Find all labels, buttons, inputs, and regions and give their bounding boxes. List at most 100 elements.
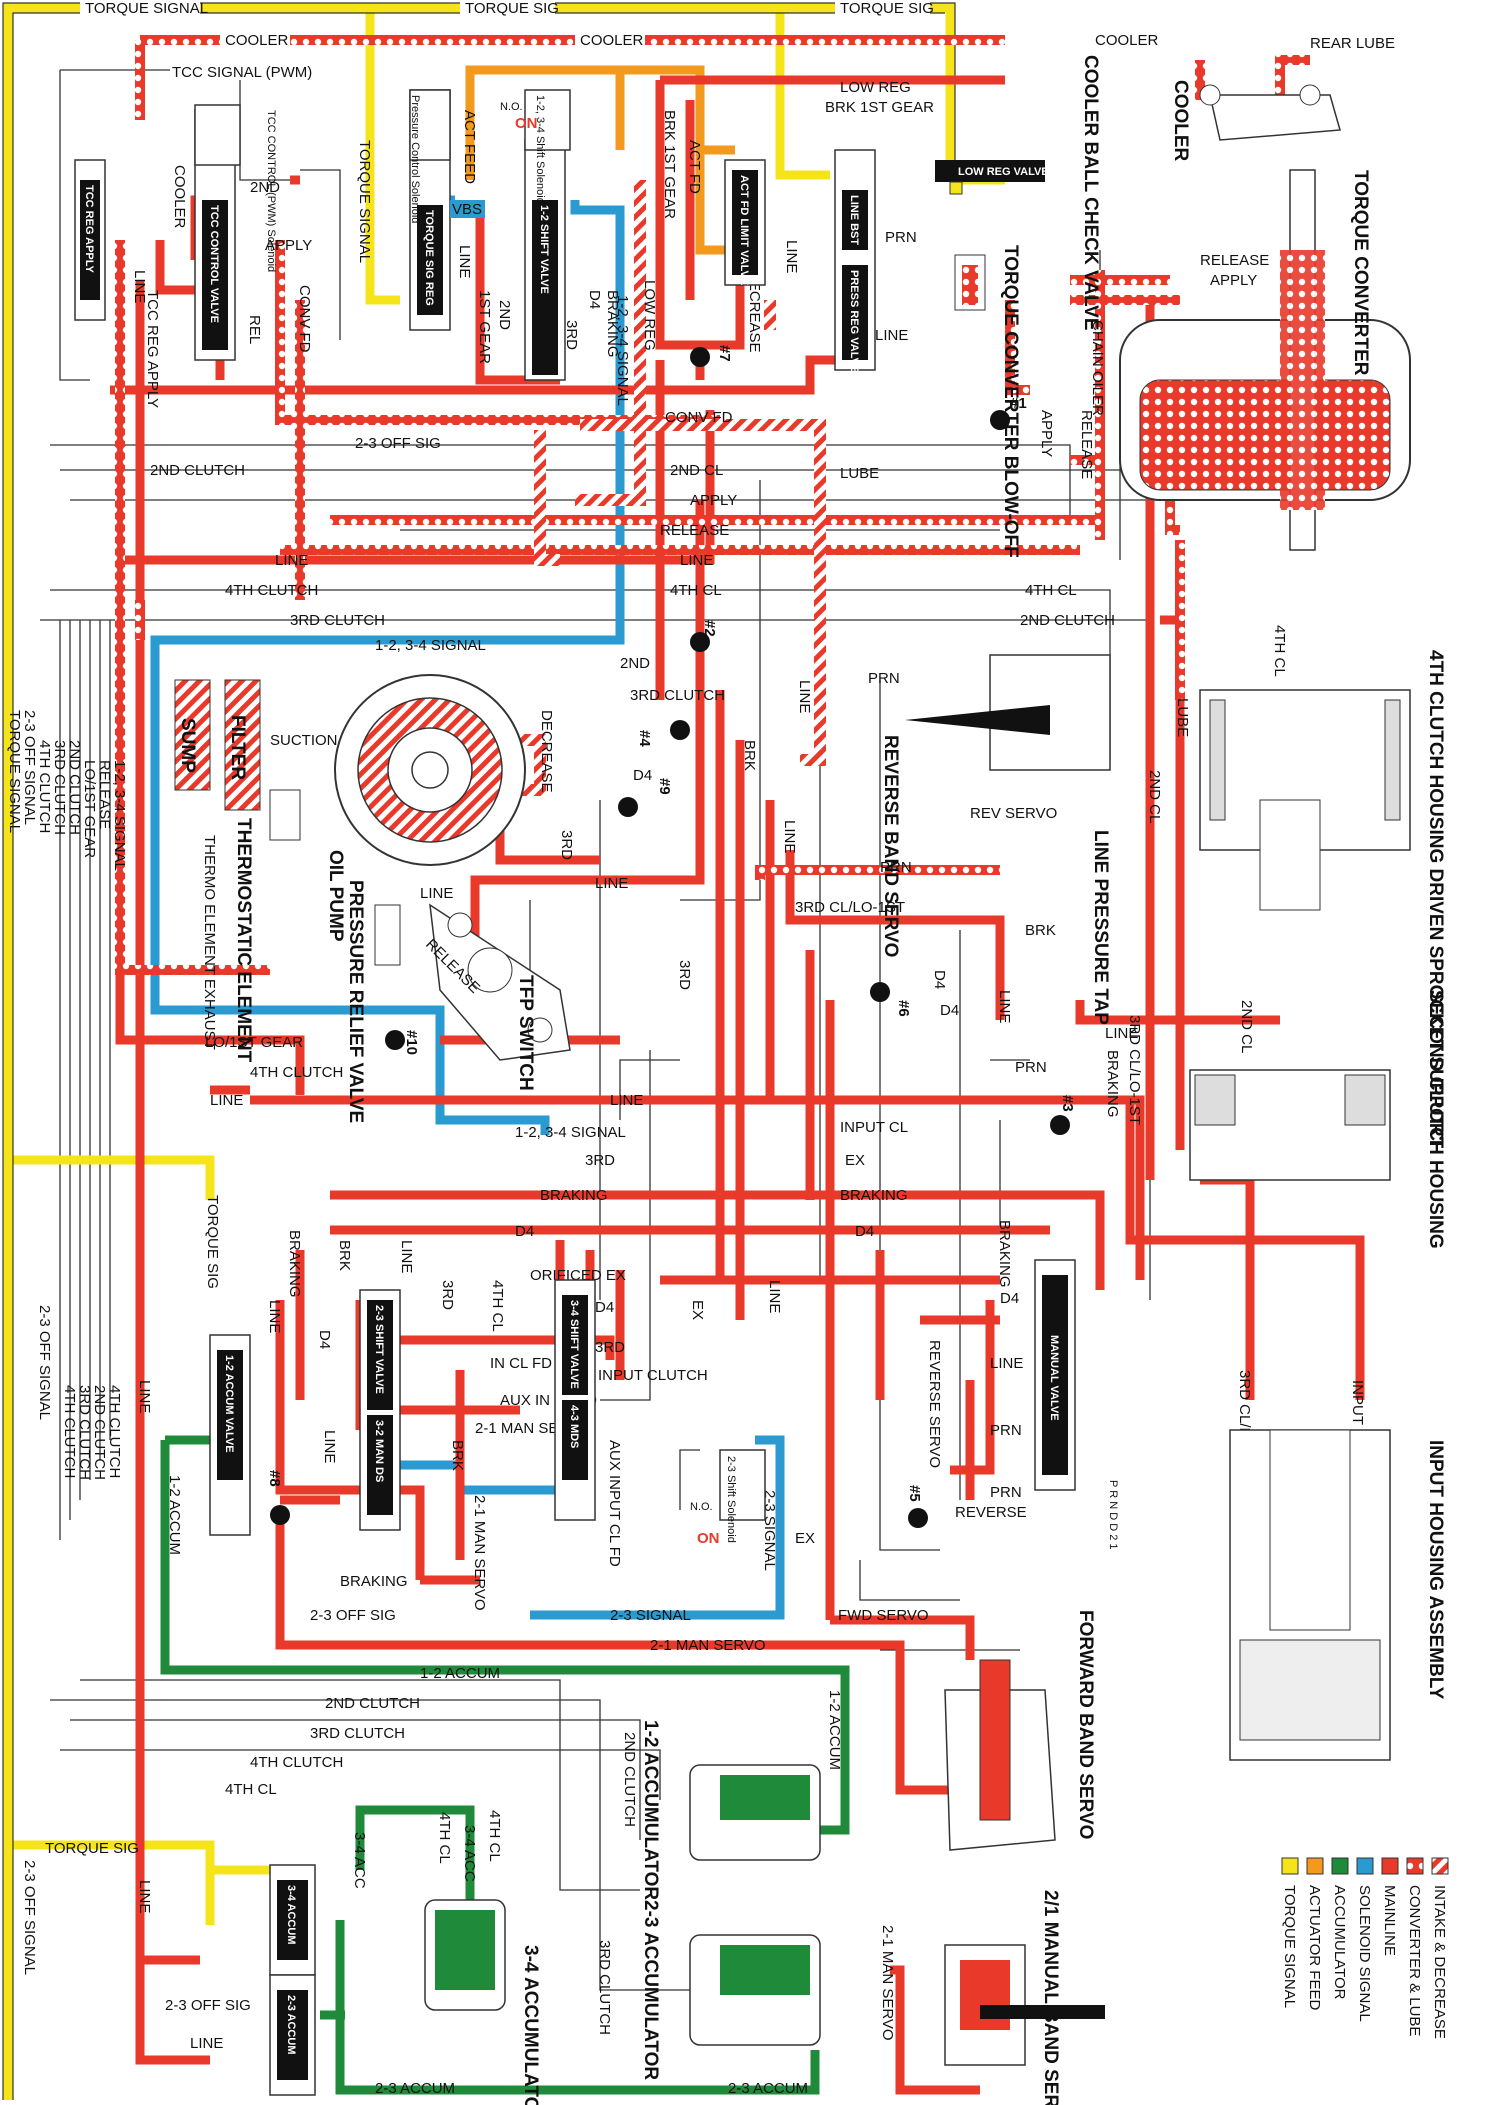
label-act-fd: ACT FD — [686, 140, 703, 194]
svg-text:3-4 ACCUM: 3-4 ACCUM — [285, 1885, 297, 1945]
label-ex-manual: EX — [795, 1530, 815, 1547]
svg-text:#7: #7 — [716, 345, 733, 362]
label-line-1: LINE — [875, 327, 908, 344]
label-3rd-cl-lo: 3RD CL/LO-1ST — [795, 899, 905, 916]
label-reverse-servo-v: REVERSE SERVO — [926, 1340, 943, 1468]
label-d4-v: D4 — [586, 290, 603, 309]
label-decrease-1: DECREASE — [746, 270, 763, 353]
label-line-v2: LINE — [456, 245, 473, 278]
legend-mainline: MAINLINE — [1381, 1857, 1399, 1956]
svg-text:SUMP: SUMP — [177, 718, 198, 773]
label-line-v8: LINE — [398, 1240, 415, 1273]
suction-label: SUCTION — [270, 732, 338, 749]
label-tcc-signal: TCC SIGNAL (PWM) — [172, 64, 312, 81]
svg-text:#6: #6 — [895, 1000, 912, 1017]
svg-text:Pressure Control Solenoid: Pressure Control Solenoid — [409, 95, 421, 223]
label-4th-clutch-v3: 4TH CLUTCH — [61, 1385, 78, 1478]
svg-text:PRESS REG VALVE: PRESS REG VALVE — [848, 270, 860, 372]
34-accum-valve: 3-4 ACCUM — [269, 1864, 316, 1976]
12-accum-valve: 1-2 ACCUM VALVE — [209, 1334, 251, 1536]
svg-text:#1: #1 — [1010, 395, 1027, 412]
label-line-4: LINE — [420, 885, 453, 902]
label-23-off-signal-v3: 2-3 OFF SIGNAL — [21, 1860, 38, 1975]
manual-servo-label: 2/1 MANUAL BAND SERVO — [1040, 1890, 1061, 2105]
label-23-accum-2: 2-3 ACCUM — [728, 2080, 808, 2097]
second-clutch-label: SECOND CLUTCH HOUSING — [1425, 990, 1446, 1249]
label-brk-1st-v: BRK 1ST GEAR — [661, 110, 678, 219]
low-reg-valve: LOW REG VALVE — [935, 160, 1049, 195]
cooler-label: COOLER — [1170, 80, 1191, 162]
label-line-tap: LINE — [1105, 1025, 1138, 1042]
label-torque-signal-v2: TORQUE SIGNAL — [6, 710, 23, 833]
manual-positions: P R N D D 2 1 — [1107, 1480, 1119, 1550]
forward-band-servo — [944, 1659, 1056, 1851]
label-1234-v: 1-2, 3-4 SIGNAL — [614, 295, 631, 406]
label-4th-cl-v: 4TH CL — [489, 1280, 506, 1332]
label-lo-1st-v: LO/1ST GEAR — [81, 760, 98, 858]
label-21-man-servo-v2: 2-1 MAN SERVO — [879, 1925, 896, 2041]
label-2nd-clutch-2: 2ND CLUTCH — [1020, 612, 1115, 629]
label-torque-sig-top: TORQUE SIG — [465, 0, 559, 17]
label-release-2: RELEASE — [660, 522, 729, 539]
label-in-cl-fd: IN CL FD — [490, 1355, 552, 1372]
svg-text:TCC CONTROL (PWM) Solenoid: TCC CONTROL (PWM) Solenoid — [265, 110, 277, 272]
label-rev-servo: REV SERVO — [970, 805, 1057, 822]
intake-decrease-passages — [370, 180, 826, 796]
label-braking-1: BRAKING — [540, 1187, 608, 1204]
label-torque-signal-top: TORQUE SIGNAL — [85, 0, 208, 17]
label-torque-sig-v: TORQUE SIG — [204, 1195, 221, 1289]
label-d4-v2: D4 — [931, 970, 948, 989]
label-ex-v1: EX — [689, 1300, 706, 1320]
svg-text:TCC REG APPLY: TCC REG APPLY — [83, 185, 95, 273]
label-line-6: LINE — [210, 1092, 243, 1109]
label-low-reg: LOW REG — [840, 79, 911, 96]
1234-shift-solenoid: 1-2, 3-4 Shift Solenoid N.O. ON — [500, 89, 571, 204]
svg-text:TCC CONTROL VALVE: TCC CONTROL VALVE — [208, 205, 220, 323]
label-2nd-cl-1: 2ND CL — [670, 462, 723, 479]
manual-valve: MANUAL VALVE P R N D D 2 1 — [1034, 1259, 1119, 1550]
checkball-6: #6 — [870, 982, 912, 1017]
label-2nd-clutch-1: 2ND CLUTCH — [150, 462, 245, 479]
label-input-clutch: INPUT CLUTCH — [598, 1367, 708, 1384]
34-accumulator-label: 3-4 ACCUMULATOR — [520, 1945, 541, 2105]
label-line-3: LINE — [680, 552, 713, 569]
label-lube-v: LUBE — [1174, 698, 1191, 737]
legend-accumulator: ACCUMULATOR — [1331, 1857, 1349, 2000]
label-1234-signal-1: 1-2, 3-4 SIGNAL — [375, 637, 486, 654]
label-d4-1: D4 — [633, 767, 652, 784]
label-prn-5: PRN — [990, 1422, 1022, 1439]
fourth-clutch-housing — [1199, 689, 1411, 911]
cooler-check-label: COOLER BALL CHECK VALVE — [1080, 55, 1101, 331]
label-aux-input-cl-fd-v: AUX INPUT CL FD — [606, 1440, 623, 1567]
svg-text:2-3 SHIFT VALVE: 2-3 SHIFT VALVE — [373, 1305, 385, 1394]
svg-text:#10: #10 — [403, 1030, 420, 1055]
label-3rd-v3: 3RD — [676, 960, 693, 990]
label-4th-clutch-3: 4TH CLUTCH — [250, 1754, 343, 1771]
legend-converter-lube: CONVERTER & LUBE — [1406, 1857, 1424, 2036]
label-4th-clutch-2: 4TH CLUTCH — [250, 1064, 343, 1081]
pressure-control-solenoid: Pressure Control Solenoid — [409, 89, 451, 223]
12-shift-valve: 1-2 SHIFT VALVE — [524, 139, 566, 381]
act-fd-limit-valve: ACT FD LIMIT VALVE — [724, 159, 766, 286]
vbs-label: VBS — [452, 201, 482, 218]
label-1st-gear: 1ST GEAR — [476, 290, 493, 364]
label-12-accum: 1-2 ACCUM — [420, 1665, 500, 1682]
reverse-band-servo — [905, 654, 1111, 771]
line-tap-label: LINE PRESSURE TAP — [1090, 830, 1111, 1025]
svg-text:#2: #2 — [701, 620, 718, 637]
label-3rd-1: 3RD — [585, 1152, 615, 1169]
label-3rd-v1: 3RD — [563, 320, 580, 350]
svg-text:MANUAL VALVE: MANUAL VALVE — [1048, 1335, 1060, 1421]
label-line-v5: LINE — [796, 680, 813, 713]
label-release-v: RELEASE — [1078, 410, 1095, 479]
label-line-v6: LINE — [996, 990, 1013, 1023]
12-accumulator-label: 1-2 ACCUMULATOR — [640, 1720, 661, 1900]
thermostatic-element — [269, 789, 301, 841]
34-shift-valve: 3-4 SHIFT VALVE 4-3 MDS — [554, 1279, 596, 1521]
label-apply-1: APPLY — [265, 237, 312, 254]
label-3rd-v2: 3RD — [558, 830, 575, 860]
label-23-off-signal-v2: 2-3 OFF SIGNAL — [36, 1305, 53, 1420]
accumulator-passages — [160, 1435, 850, 2095]
label-off-sig-23-2: 2-3 OFF SIG — [310, 1607, 396, 1624]
checkball-7: #7 — [690, 345, 733, 367]
